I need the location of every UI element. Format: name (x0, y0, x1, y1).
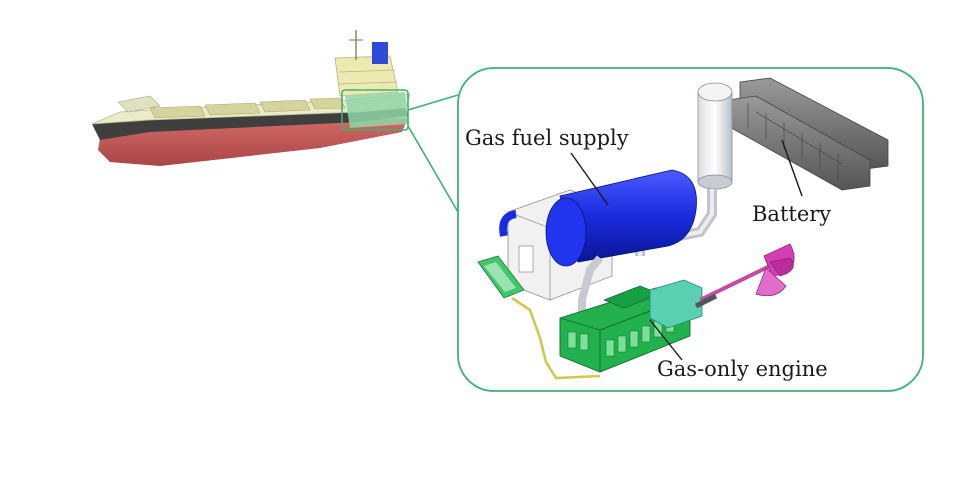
ship-illustration (91, 30, 411, 166)
label-gas-fuel-supply: Gas fuel supply (465, 126, 629, 150)
leader-battery (781, 139, 803, 197)
ship-hatches (149, 97, 346, 119)
propeller (694, 243, 795, 309)
gas-fuel-tank (499, 169, 697, 301)
label-gas-only-engine: Gas-only engine (657, 357, 828, 381)
gas-pipe (578, 255, 604, 316)
ship-funnel (372, 42, 388, 64)
leader-gas-fuel-supply (570, 152, 609, 206)
battery-pack (727, 77, 889, 191)
leader-gas-engine (649, 319, 683, 361)
leader-lines (570, 139, 803, 361)
ship-superstructure (334, 55, 399, 97)
label-battery: Battery (752, 202, 832, 226)
callout-connector (407, 94, 459, 213)
control-panel (477, 255, 525, 299)
gas-engine (559, 279, 703, 373)
fuel-line (511, 296, 601, 380)
ship-hull-stripe (92, 108, 408, 140)
